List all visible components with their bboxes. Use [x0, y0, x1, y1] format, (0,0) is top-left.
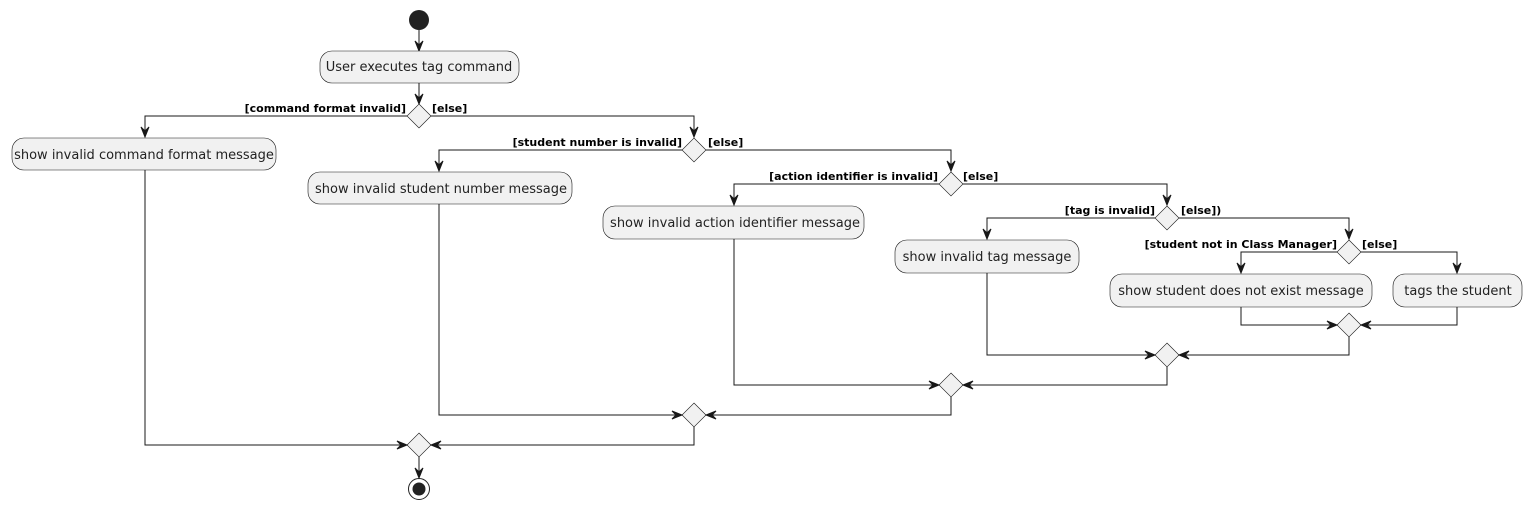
guard-command-format-invalid: [command format invalid]	[245, 102, 406, 115]
edge	[963, 367, 1168, 386]
arrowhead	[729, 194, 739, 207]
guard-tag-invalid: [tag is invalid]	[1065, 204, 1155, 217]
start-node	[409, 10, 429, 30]
arrowhead	[140, 126, 150, 139]
edge	[706, 397, 952, 416]
edge	[431, 427, 695, 446]
arrowhead	[982, 228, 992, 241]
decision-action-identifier	[938, 171, 964, 197]
decision-student-number	[681, 137, 707, 163]
end-node	[408, 478, 430, 500]
edge	[1179, 337, 1350, 356]
decision-class-manager	[1336, 239, 1362, 265]
edge	[438, 204, 682, 416]
edge	[1240, 307, 1337, 326]
arrowhead	[928, 380, 941, 390]
arrowhead	[671, 410, 684, 420]
action-label: tags the student	[1404, 284, 1511, 299]
guard-else: [else]	[963, 170, 998, 183]
guard-else: [else])	[1181, 204, 1221, 217]
edge	[1361, 307, 1458, 326]
action-label: show invalid student number message	[315, 182, 567, 197]
action-label: show invalid action identifier message	[610, 216, 860, 231]
arrowhead	[961, 380, 974, 390]
guard-else: [else]	[432, 102, 467, 115]
guard-action-identifier-invalid: [action identifier is invalid]	[769, 170, 938, 183]
edge	[986, 273, 1155, 356]
arrowhead	[1177, 350, 1190, 360]
edge	[733, 183, 939, 204]
guard-student-number-invalid: [student number is invalid]	[513, 136, 682, 149]
decision-tag	[1154, 205, 1180, 231]
merge-tag	[1154, 342, 1180, 368]
action-show-invalid-command-format-message	[11, 137, 277, 171]
action-label: User executes tag command	[326, 60, 513, 75]
arrowhead	[1344, 228, 1354, 241]
arrowhead	[414, 40, 424, 53]
arrowhead	[689, 126, 699, 139]
edge	[144, 115, 407, 136]
edge	[1240, 251, 1337, 272]
decision-command-format	[406, 103, 432, 129]
merge-action-identifier	[938, 372, 964, 398]
action-show-invalid-student-number-message	[307, 171, 573, 205]
edge	[1361, 251, 1458, 272]
action-label: show invalid tag message	[903, 250, 1072, 265]
edge	[431, 115, 695, 136]
guard-student-not-in-class-manager: [student not in Class Manager]	[1145, 238, 1337, 251]
edge	[733, 239, 939, 386]
arrowhead	[396, 440, 409, 450]
merge-class-manager	[1336, 312, 1362, 338]
edge	[438, 149, 682, 170]
merge-student-number	[681, 402, 707, 428]
guard-else: [else]	[1362, 238, 1397, 251]
arrowhead	[1326, 320, 1339, 330]
arrowhead	[1359, 320, 1372, 330]
arrowhead	[434, 160, 444, 173]
guard-else: [else]	[708, 136, 743, 149]
action-label: show invalid command format message	[14, 148, 274, 163]
arrowhead	[1162, 194, 1172, 207]
arrowhead	[1236, 262, 1246, 275]
edge	[986, 217, 1155, 238]
arrowhead	[1144, 350, 1157, 360]
edge	[706, 149, 952, 170]
arrowhead	[704, 410, 717, 420]
arrowhead	[946, 160, 956, 173]
edge	[1179, 217, 1350, 238]
arrowhead	[1452, 262, 1462, 275]
arrowhead	[414, 467, 424, 480]
action-label: show student does not exist message	[1118, 284, 1364, 299]
arrowhead	[414, 93, 424, 106]
arrowhead	[429, 440, 442, 450]
edge	[963, 183, 1168, 204]
edge	[144, 170, 407, 446]
merge-command-format	[406, 432, 432, 458]
